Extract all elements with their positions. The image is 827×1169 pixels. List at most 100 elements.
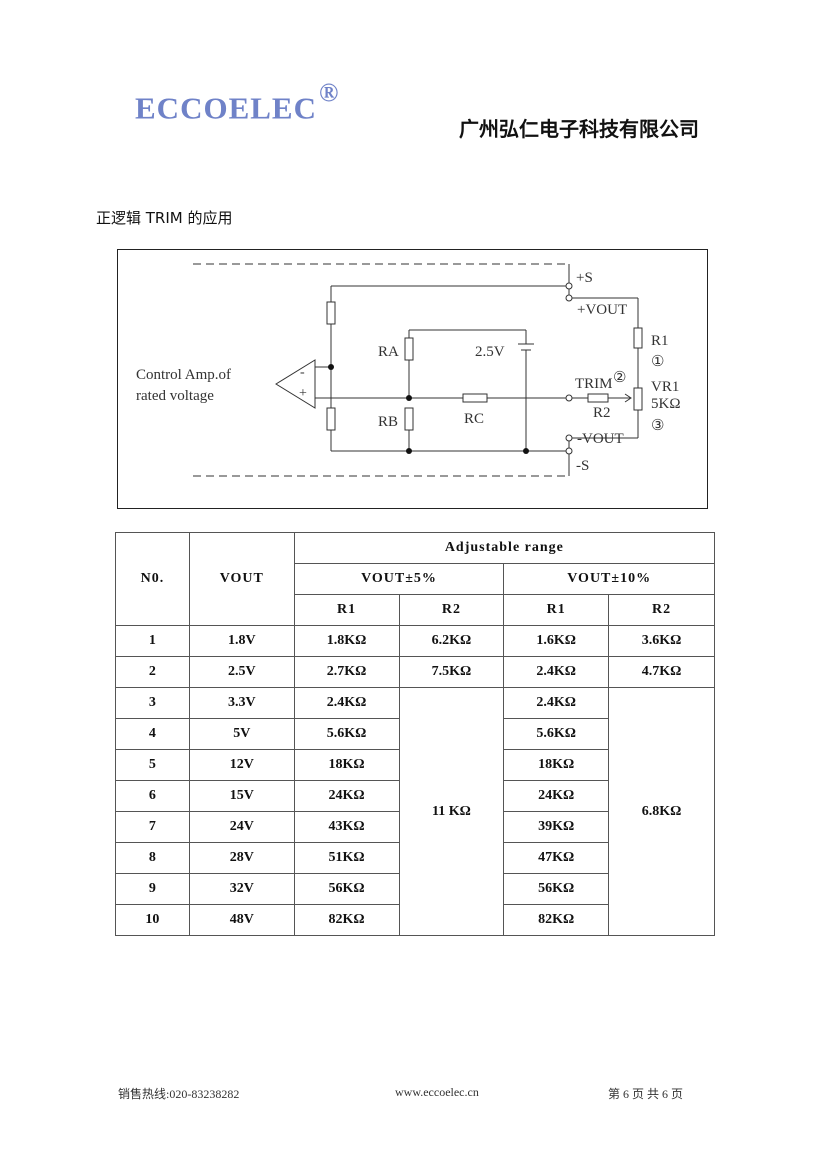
cell-vout: 2.5V (188, 656, 295, 688)
trim-label: TRIM (575, 376, 613, 392)
cell-r1-10pct: 56KΩ (503, 873, 610, 905)
cell-vout: 15V (188, 780, 295, 812)
header-no: N0. (115, 532, 190, 626)
table-row: 1 1.8V 1.8KΩ 6.2KΩ 1.6KΩ 3.6KΩ (115, 625, 715, 657)
cell-r1-10pct: 5.6KΩ (503, 718, 610, 750)
circuit-svg: Control Amp.of rated voltage - + RA RB R… (136, 263, 680, 477)
amp-plus-label: + (299, 386, 307, 401)
cell-no: 9 (115, 873, 190, 905)
cell-r1-10pct: 18KΩ (503, 749, 610, 781)
plus-vout-label: +VOUT (577, 302, 627, 318)
plus-s-label: +S (576, 270, 593, 286)
cell-r1-5pct: 24KΩ (293, 780, 400, 812)
cell-r1-10pct: 1.6KΩ (503, 625, 610, 657)
resistor-rc (462, 393, 488, 403)
cell-vout: 1.8V (188, 625, 295, 657)
circle-2-label: ② (613, 370, 626, 386)
header-vout-10pct: VOUT±10% (503, 563, 715, 595)
cell-vout: 32V (188, 873, 295, 905)
footer-page-info: 第 6 页 共 6 页 (608, 1087, 684, 1101)
cell-vout: 28V (188, 842, 295, 874)
cell-vout: 12V (188, 749, 295, 781)
cell-r1-10pct: 39KΩ (503, 811, 610, 843)
header-r2-5pct: R2 (398, 594, 505, 626)
amp-label-line2: rated voltage (136, 388, 214, 404)
section-title: 正逻辑 TRIM 的应用 (96, 209, 233, 227)
brand-logo: ECCOELEC® (135, 78, 339, 126)
header-r2-10pct: R2 (608, 594, 715, 626)
cell-no: 1 (115, 625, 190, 657)
registered-mark: ® (318, 78, 340, 107)
resistor-r2 (587, 393, 609, 403)
circle-1-label: ① (651, 354, 664, 370)
ref-voltage-label: 2.5V (475, 344, 505, 360)
resistor-top-left (326, 301, 336, 325)
table-row: 10 48V 82KΩ 82KΩ (115, 904, 715, 936)
cell-r1-10pct: 24KΩ (503, 780, 610, 812)
cell-r1-10pct: 82KΩ (503, 904, 610, 936)
header-r1-5pct: R1 (293, 594, 400, 626)
table-row: 2 2.5V 2.7KΩ 7.5KΩ 2.4KΩ 4.7KΩ (115, 656, 715, 688)
cell-no: 8 (115, 842, 190, 874)
r2-label: R2 (593, 405, 611, 421)
cell-vout: 3.3V (188, 687, 295, 719)
cell-r1-5pct: 18KΩ (293, 749, 400, 781)
cell-r1-5pct: 5.6KΩ (293, 718, 400, 750)
table-row: 3 3.3V 2.4KΩ 11 KΩ 2.4KΩ 6.8KΩ (115, 687, 715, 936)
header-vout: VOUT (188, 532, 295, 626)
cell-no: 2 (115, 656, 190, 688)
header-r1-10pct: R1 (503, 594, 610, 626)
rc-label: RC (464, 411, 484, 427)
cell-no: 6 (115, 780, 190, 812)
table-row: 6 15V 24KΩ 24KΩ (115, 780, 715, 812)
company-name: 广州弘仁电子科技有限公司 (459, 117, 699, 141)
cell-r2-5pct: 6.2KΩ (398, 625, 505, 657)
header-adjustable-range: Adjustable range (293, 532, 716, 564)
cell-vout: 5V (188, 718, 295, 750)
footer-hotline: 销售热线:020-83238282 (118, 1087, 240, 1101)
vr1-value-label: 5KΩ (651, 396, 680, 412)
cell-r1-10pct: 2.4KΩ (503, 656, 610, 688)
cell-no: 3 (115, 687, 190, 719)
op-amp-symbol (275, 359, 316, 409)
minus-vout-label: -VOUT (577, 431, 624, 447)
footer-website[interactable]: www.eccoelec.cn (395, 1085, 479, 1099)
cell-r1-5pct: 2.7KΩ (293, 656, 400, 688)
amp-minus-label: - (300, 365, 305, 380)
r1-label: R1 (651, 333, 669, 349)
cell-r1-10pct: 47KΩ (503, 842, 610, 874)
resistor-ra (404, 337, 414, 361)
cell-no: 4 (115, 718, 190, 750)
trim-resistor-table: N0. VOUT Adjustable range VOUT±5% VOUT±1… (115, 532, 716, 936)
table-row: 8 28V 51KΩ 47KΩ (115, 842, 715, 874)
table-row: 7 24V 43KΩ 39KΩ (115, 811, 715, 843)
resistor-bottom-left (326, 407, 336, 431)
cell-r1-10pct: 2.4KΩ (503, 687, 610, 719)
ra-label: RA (378, 344, 399, 360)
rb-label: RB (378, 414, 398, 430)
cell-r2-5pct: 7.5KΩ (398, 656, 505, 688)
header-vout-5pct: VOUT±5% (293, 563, 505, 595)
cell-r1-5pct: 2.4KΩ (293, 687, 400, 719)
resistor-r1 (633, 327, 643, 349)
cell-r1-5pct: 43KΩ (293, 811, 400, 843)
resistor-vr1 (633, 387, 643, 411)
trim-circuit-diagram: Control Amp.of rated voltage - + RA RB R… (117, 249, 708, 509)
resistor-rb (404, 407, 414, 431)
cell-vout: 24V (188, 811, 295, 843)
cell-r2-10pct-shared: 6.8KΩ (608, 687, 715, 936)
cell-r1-5pct: 51KΩ (293, 842, 400, 874)
cell-no: 7 (115, 811, 190, 843)
cell-r1-5pct: 82KΩ (293, 904, 400, 936)
cell-r1-5pct: 56KΩ (293, 873, 400, 905)
cell-r1-5pct: 1.8KΩ (293, 625, 400, 657)
cell-vout: 48V (188, 904, 295, 936)
cell-no: 10 (115, 904, 190, 936)
table-row: 5 12V 18KΩ 18KΩ (115, 749, 715, 781)
cell-no: 5 (115, 749, 190, 781)
minus-s-label: -S (576, 458, 589, 474)
cell-r2-5pct-shared: 11 KΩ (398, 687, 505, 936)
logo-text: ECCOELEC (135, 90, 317, 126)
vr1-label: VR1 (651, 379, 679, 395)
circle-3-label: ③ (651, 418, 664, 434)
